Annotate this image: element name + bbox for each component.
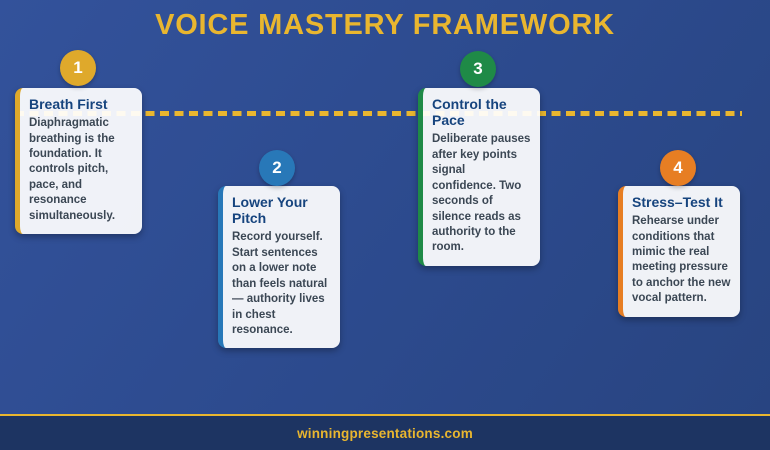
step-4-title: Stress–Test It (632, 194, 723, 210)
step-2-body: Record yourself. Start sentences on a lo… (232, 231, 328, 336)
step-3-number-badge: 3 (460, 51, 496, 87)
page-title: VOICE MASTERY FRAMEWORK (155, 9, 615, 41)
timeline-dashed-line (15, 111, 742, 116)
step-2-card: Lower Your Pitch Record yourself. Start … (218, 186, 340, 349)
step-1-number-badge: 1 (60, 50, 96, 86)
step-2-title: Lower Your Pitch (232, 194, 308, 227)
step-2-number-badge: 2 (259, 150, 295, 186)
step-1-card: Breath First Diaphragmatic breathing is … (15, 88, 142, 235)
step-3-title: Control the Pace (432, 96, 507, 129)
step-2-number: 2 (272, 158, 282, 177)
footer-band: winningpresentations.com (0, 414, 770, 450)
step-1-number: 1 (73, 58, 83, 77)
step-3-card: Control the Pace Deliberate pauses after… (418, 88, 540, 266)
step-4-card: Stress–Test It Rehearse under conditions… (618, 186, 740, 317)
step-4-number-badge: 4 (660, 150, 696, 186)
step-1-title: Breath First (29, 96, 108, 112)
footer-website-text: winningpresentations.com (297, 425, 473, 441)
step-4-body: Rehearse under conditions that mimic the… (632, 215, 731, 305)
step-3-number: 3 (473, 59, 483, 78)
step-1-body: Diaphragmatic breathing is the foundatio… (29, 117, 116, 222)
step-3-body: Deliberate pauses after key points signa… (432, 133, 531, 254)
step-4-number: 4 (673, 158, 683, 177)
